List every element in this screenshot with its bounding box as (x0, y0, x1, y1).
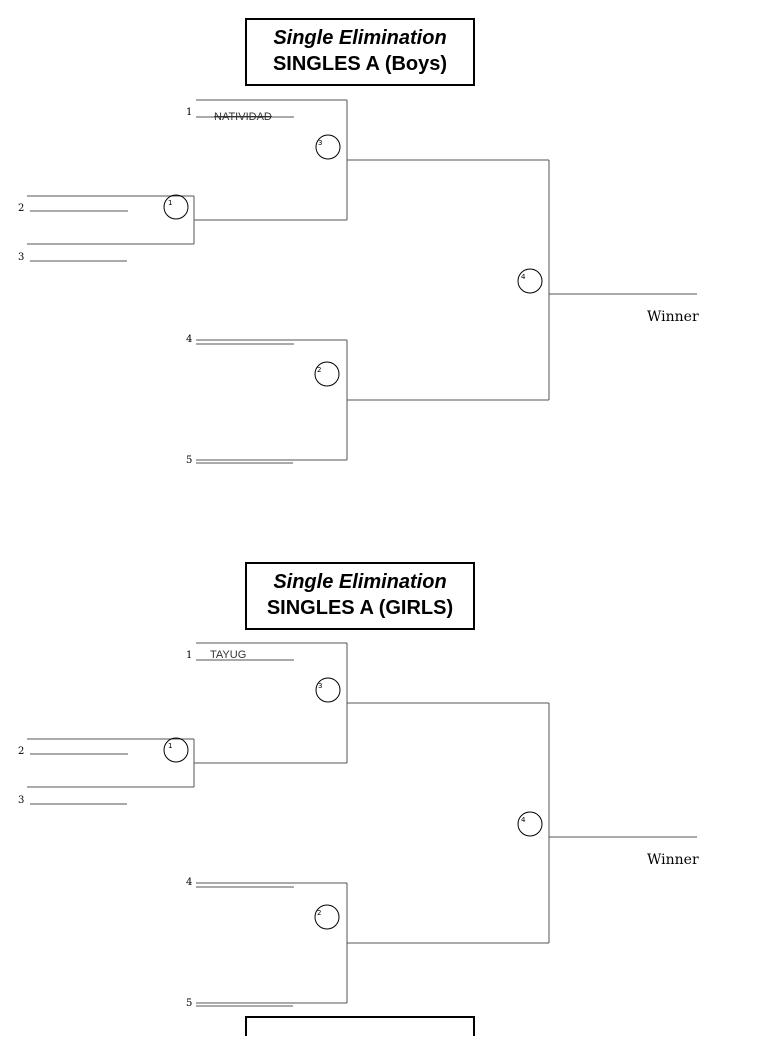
bracket-lines (27, 99, 697, 464)
match-number-2: 2 (317, 366, 322, 374)
match-number-4: 4 (521, 273, 526, 281)
seed-number-1: 1 (186, 650, 193, 661)
match-number-4: 4 (521, 816, 526, 824)
match-number-3: 3 (318, 682, 323, 690)
match-circle-4 (517, 268, 543, 294)
bracket-title-box: Single Elimination SINGLES A (Boys) (245, 18, 475, 86)
match-circle-2 (314, 361, 340, 387)
player-name-1: TAYUG (210, 649, 247, 661)
bracket-division-title: SINGLES A (Boys) (272, 53, 448, 75)
next-bracket-title-box (245, 1016, 475, 1036)
match-circle-3 (315, 677, 341, 703)
bracket-title-box: Single Elimination SINGLES A (GIRLS) (245, 562, 475, 630)
match-circle-3 (315, 134, 341, 160)
seed-number-5: 5 (186, 998, 193, 1009)
player-name-1: NATIVIDAD (214, 111, 272, 123)
seed-number-4: 4 (186, 877, 193, 888)
bracket-girls: 1 2 3 4 5 TAYUG 1 3 2 4 Winner (0, 543, 768, 1063)
bracket-lines (27, 642, 697, 1007)
bracket-boys: 1 2 3 4 5 NATIVIDAD 1 3 2 4 Winner (0, 0, 768, 520)
page: Single Elimination SINGLES A (Boys) (0, 0, 768, 1036)
match-number-1: 1 (168, 199, 173, 207)
seed-number-2: 2 (18, 746, 25, 757)
match-circle-1 (163, 194, 189, 220)
seed-number-3: 3 (18, 252, 25, 263)
match-circle-2 (314, 904, 340, 930)
bracket-format-title: Single Elimination (273, 571, 447, 593)
bracket-format-title: Single Elimination (273, 27, 447, 49)
match-circle-1 (163, 737, 189, 763)
seed-number-5: 5 (186, 455, 193, 466)
winner-label: Winner (647, 852, 699, 868)
bracket-division-title: SINGLES A (GIRLS) (266, 597, 454, 619)
match-number-1: 1 (168, 742, 173, 750)
seed-number-1: 1 (186, 107, 193, 118)
match-number-3: 3 (318, 139, 323, 147)
match-circle-4 (517, 811, 543, 837)
seed-number-2: 2 (18, 203, 25, 214)
winner-label: Winner (647, 309, 699, 325)
seed-number-4: 4 (186, 334, 193, 345)
seed-number-3: 3 (18, 795, 25, 806)
match-number-2: 2 (317, 909, 322, 917)
